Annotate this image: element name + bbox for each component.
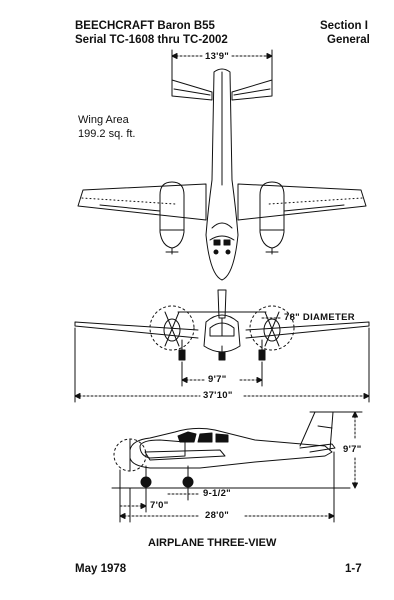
figure-caption: AIRPLANE THREE-VIEW [148,537,277,549]
section-number: Section I [320,20,368,32]
height-dimension: 9'7" [343,443,362,456]
wheelbase-dimension: 9-1/2" [203,488,231,499]
nose-to-main-dimension: 7'0" [150,500,169,511]
tail-span-dimension: 13'9" [203,51,232,62]
wing-area-label: Wing Area [78,114,129,126]
top-view-airplane [77,49,367,281]
page-number: 1-7 [345,563,362,575]
tread-dimension: 9'7" [208,374,227,385]
publication-date: May 1978 [75,563,127,575]
section-name: General [327,34,370,46]
length-dimension: 28'0" [205,510,230,521]
wingspan-dimension: 37'10" [203,390,233,401]
wing-area-value: 199.2 sq. ft. [78,128,136,140]
front-view-airplane [74,289,370,403]
side-view-airplane [111,411,363,523]
serial-range: Serial TC-1608 thru TC-2002 [75,34,228,46]
prop-diameter-dimension: 78" DIAMETER [284,312,355,323]
document-title: BEECHCRAFT Baron B55 [75,20,215,32]
